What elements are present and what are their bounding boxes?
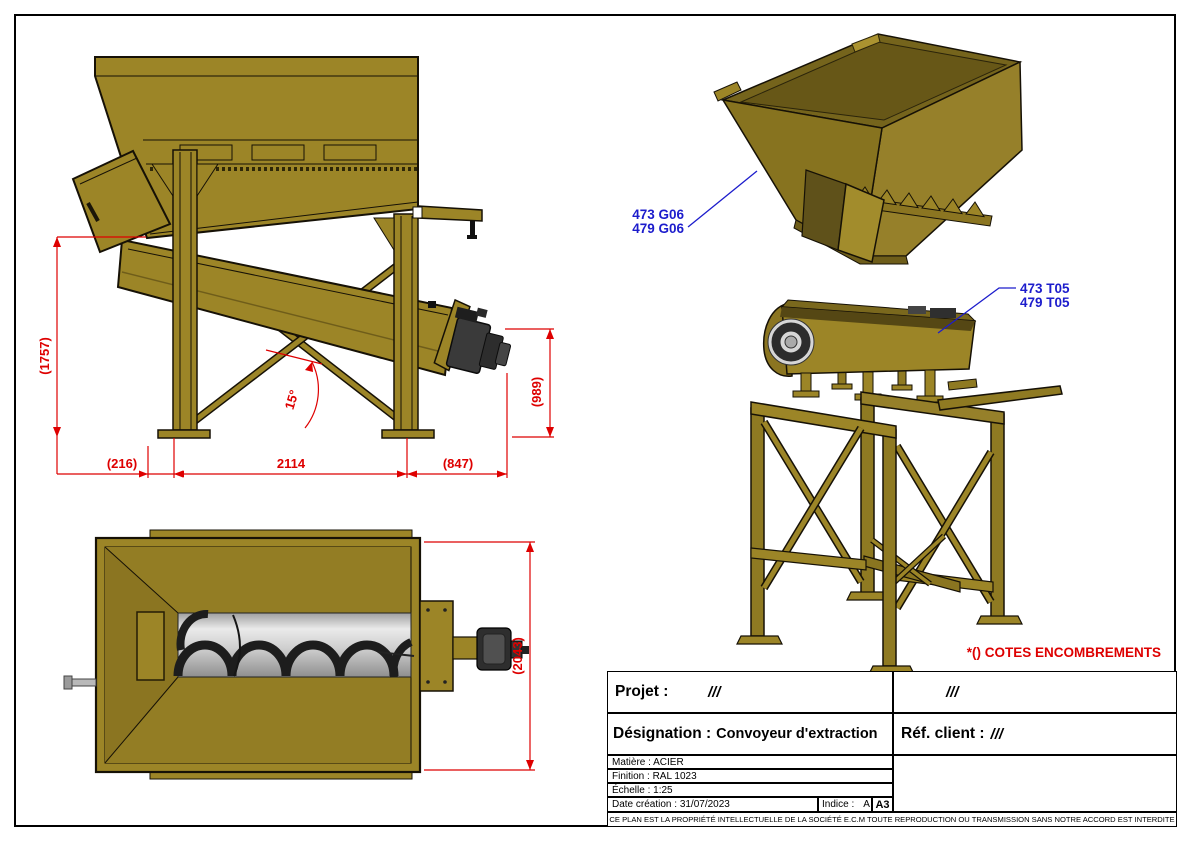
sheet-border-frame: [14, 14, 1176, 827]
dim-offset-left: (216): [107, 456, 137, 471]
designation-value: Convoyeur d'extraction: [716, 726, 878, 742]
top-view-screw: [173, 609, 415, 678]
projet-secondary-value: ///: [946, 683, 959, 701]
title-block: Projet : /// /// Désignation : Convoyeur…: [607, 671, 1177, 827]
iso-trough-view: [762, 299, 977, 403]
indice-value: A: [863, 799, 870, 810]
callout-trough: 473 T05 479 T05: [937, 281, 1070, 334]
matiere-cell: Matière : ACIER: [607, 755, 893, 769]
side-view: (1757) (989) (216) 2114 (847) 15°: [37, 56, 554, 478]
projet-label: Projet :: [615, 683, 669, 700]
dim-top-view-width: (2043): [510, 637, 525, 675]
dim-overhang-right: (847): [443, 456, 473, 471]
ref-client-value: ///: [990, 725, 1004, 743]
format-cell: A3: [872, 797, 893, 812]
top-view-pivot: [63, 675, 97, 690]
projet-value: ///: [708, 683, 721, 701]
dim-discharge-height: (989): [529, 377, 544, 407]
designation-cell: Désignation : Convoyeur d'extraction: [607, 713, 893, 755]
finition-cell: Finition : RAL 1023: [607, 769, 893, 783]
projet-secondary-cell: ///: [893, 671, 1177, 713]
callout-trough-line1: 473 T05: [1020, 281, 1070, 296]
callout-hopper: 473 G06 479 G06: [632, 170, 758, 236]
empty-cell: [893, 755, 1177, 812]
top-view: (2043): [63, 529, 535, 780]
indice-cell: Indice : A: [818, 797, 872, 812]
encombrements-note: *() COTES ENCOMBREMENTS: [967, 645, 1161, 660]
callout-hopper-line1: 473 G06: [632, 207, 684, 222]
indice-label: Indice :: [822, 799, 855, 810]
dim-span-center: 2114: [277, 456, 306, 471]
dim-incline-angle: 15°: [282, 388, 302, 411]
projet-cell: Projet : ///: [607, 671, 893, 713]
designation-label: Désignation :: [613, 725, 712, 742]
side-view-motor: [433, 298, 512, 375]
date-creation-cell: Date création : 31/07/2023: [607, 797, 818, 812]
echelle-cell: Échelle : 1:25: [607, 783, 893, 797]
disclaimer-cell: CE PLAN EST LA PROPRIÉTÉ INTELLECTUELLE …: [607, 812, 1177, 827]
iso-hopper-view: [713, 33, 1023, 265]
callout-hopper-line2: 479 G06: [632, 221, 684, 236]
ref-client-label: Réf. client :: [901, 725, 985, 742]
callout-trough-line2: 479 T05: [1020, 295, 1070, 310]
iso-frame-view: [736, 378, 1063, 675]
side-view-dimensions: [53, 236, 554, 478]
ref-client-cell: Réf. client : ///: [893, 713, 1177, 755]
side-view-bracket: [412, 205, 483, 239]
top-view-dimension: [424, 541, 535, 771]
side-view-legs: [151, 149, 435, 439]
top-view-motor: [419, 600, 529, 692]
dim-overall-height: (1757): [37, 337, 52, 375]
side-view-door: [71, 149, 172, 254]
iso-hopper-door: [801, 169, 885, 263]
top-view-inspection-door: [136, 611, 165, 681]
